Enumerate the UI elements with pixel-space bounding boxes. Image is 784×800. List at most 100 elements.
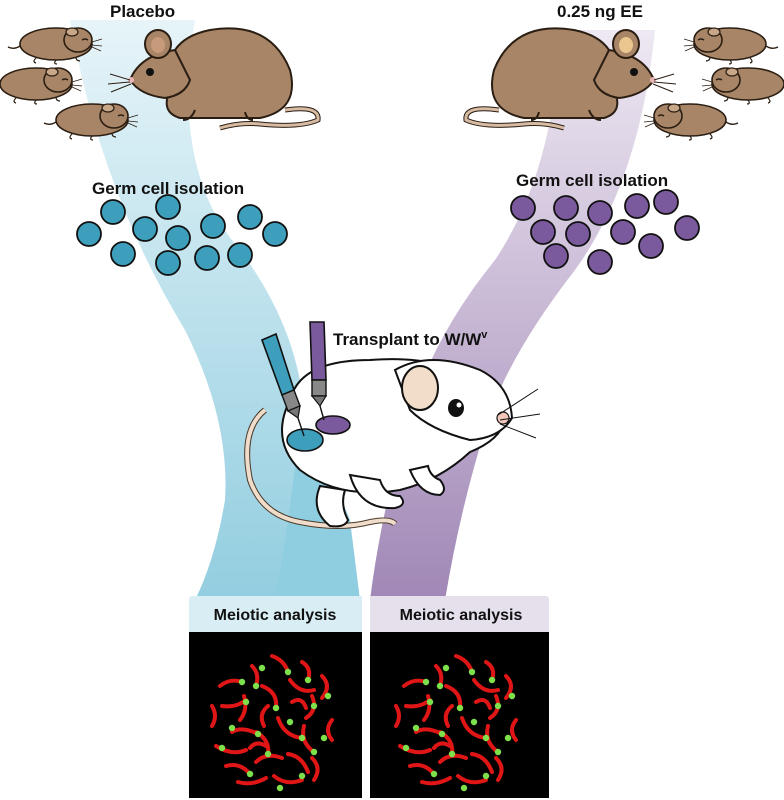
germ-cell [100, 199, 126, 225]
germ-cell [155, 250, 181, 276]
chromosome [272, 774, 304, 785]
placebo-injection-site [286, 428, 324, 452]
germ-cell [587, 200, 613, 226]
pup-icon [0, 67, 83, 105]
germ-cell [194, 245, 220, 271]
germ-cell [530, 219, 556, 245]
brown-mouse-icon [107, 27, 321, 131]
crossover-focus [264, 750, 272, 758]
germ-cell [565, 221, 591, 247]
white-mouse-icon [244, 358, 541, 529]
germ-cell [200, 213, 226, 239]
chromosome [259, 704, 270, 728]
germ-cell [165, 225, 191, 251]
germ-cell [132, 216, 158, 242]
germ-cell [543, 243, 569, 269]
chromosome [470, 752, 494, 774]
crossover-focus [272, 704, 280, 712]
chromosome [504, 674, 513, 700]
left-meiotic-panel: Meiotic analysis [189, 596, 362, 798]
pup-icon [701, 67, 784, 105]
crossover-focus [412, 724, 420, 732]
micropipette-icon [309, 321, 328, 421]
crossover-focus [430, 770, 438, 778]
crossover-focus [324, 692, 332, 700]
chromosome [236, 776, 268, 786]
chromosome [210, 704, 217, 728]
ee-injection-site [315, 415, 351, 435]
crossover-focus [402, 744, 410, 752]
crossover-focus [246, 770, 254, 778]
chromosome [420, 776, 452, 786]
chromosome-spread-icon [210, 654, 334, 792]
crossover-focus [252, 682, 260, 690]
chromosome [248, 741, 268, 750]
chromosome [238, 694, 248, 722]
ee-label: 0.25 ng EE [557, 2, 643, 21]
crossover-focus [286, 718, 294, 726]
crossover-focus [258, 664, 266, 672]
crossover-focus [438, 730, 446, 738]
chromosome [288, 678, 316, 693]
germ-cell [110, 241, 136, 267]
germ-cell [227, 242, 253, 268]
chromosome [422, 694, 432, 722]
germ-cell [155, 194, 181, 220]
crossover-focus [254, 730, 262, 738]
crossover-focus [218, 744, 226, 752]
chromosome [214, 744, 248, 755]
germ-cell [76, 221, 102, 247]
right-panel-title: Meiotic analysis [400, 607, 523, 624]
crossover-focus [310, 702, 318, 710]
crossover-focus [488, 676, 496, 684]
transplant-label: Transplant to W/Wv [333, 329, 488, 349]
crossover-focus [310, 748, 318, 756]
chromosome [398, 744, 432, 755]
crossover-focus [228, 724, 236, 732]
crossover-focus [436, 682, 444, 690]
chromosome [326, 718, 334, 742]
germ-cell [610, 219, 636, 245]
chromosome [456, 774, 488, 785]
crossover-focus [504, 734, 512, 742]
germ-cell [510, 195, 536, 221]
crossover-focus [276, 784, 284, 792]
chromosome [472, 678, 500, 693]
germ-cell [553, 195, 579, 221]
germ-cell [674, 215, 700, 241]
pup-icon [643, 103, 739, 141]
chromosome [320, 674, 329, 700]
crossover-focus [460, 784, 468, 792]
crossover-focus [508, 692, 516, 700]
chromosome [394, 704, 401, 728]
crossover-focus [468, 668, 476, 676]
germ-cell [262, 221, 288, 247]
germ-cell [653, 189, 679, 215]
left-panel-title: Meiotic analysis [214, 607, 337, 624]
crossover-focus [298, 734, 306, 742]
crossover-focus [238, 678, 246, 686]
crossover-focus [494, 702, 502, 710]
germ-cell [237, 204, 263, 230]
pup-icon [683, 27, 779, 65]
crossover-focus [456, 704, 464, 712]
crossover-focus [426, 698, 434, 706]
germ-cell [638, 233, 664, 259]
placebo-label: Placebo [110, 2, 175, 21]
brown-mouse-icon [463, 27, 677, 131]
crossover-focus [482, 734, 490, 742]
right-step-label: Germ cell isolation [516, 171, 668, 190]
crossover-focus [320, 734, 328, 742]
chromosome [432, 741, 452, 750]
crossover-focus [298, 772, 306, 780]
crossover-focus [482, 772, 490, 780]
chromosome [286, 752, 310, 774]
germ-cell [624, 193, 650, 219]
chromosome [310, 756, 320, 782]
crossover-focus [494, 748, 502, 756]
chromosome [290, 698, 308, 710]
left-step-label: Germ cell isolation [92, 179, 244, 198]
placebo-germ-cells [76, 194, 288, 276]
crossover-focus [442, 664, 450, 672]
